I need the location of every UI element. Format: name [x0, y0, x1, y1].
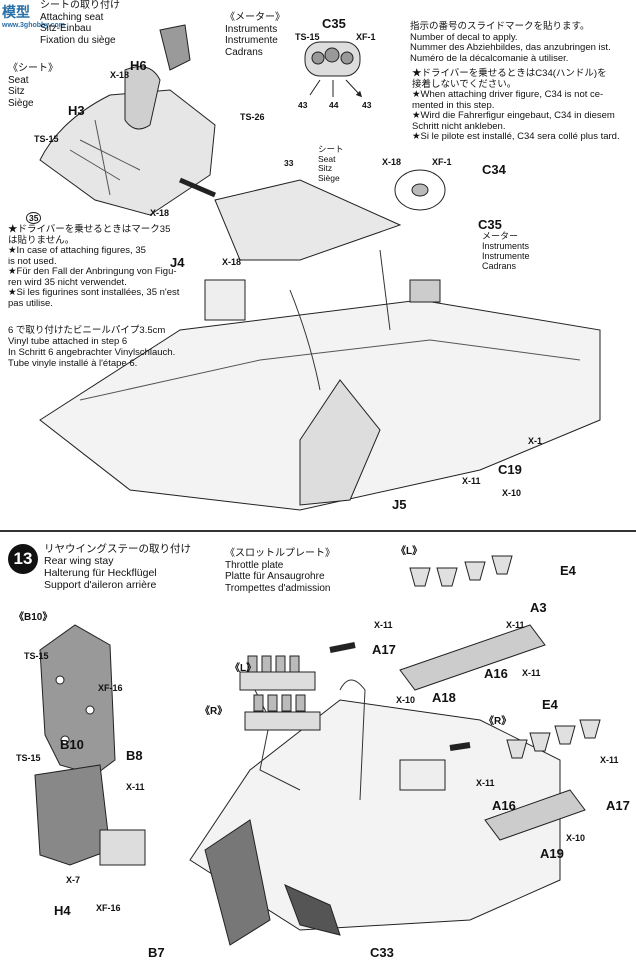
paint-ts15-b: TS-15: [295, 32, 320, 42]
part-h3: H3: [68, 103, 85, 118]
throttle-plate-label: 《スロットルプレート》 Throttle plate Platte für An…: [225, 548, 335, 594]
part-h6: H6: [130, 58, 147, 73]
part-a3: A3: [530, 600, 547, 615]
label-l-top: 《L》: [396, 546, 423, 557]
paint-x10-a: X-10: [396, 695, 416, 705]
paint-x18-a: X-18: [110, 70, 130, 80]
steering-wheel-drawing: [394, 169, 446, 211]
decal-note: 指示の番号のスライドマークを貼ります。 Number of decal to a…: [410, 21, 611, 64]
paint-ts15-c: TS-15: [24, 651, 49, 661]
part-c35-b: C35: [478, 217, 502, 232]
paint-x10: X-10: [502, 488, 522, 498]
part-a19: A19: [540, 846, 564, 861]
decal-35-left: 35: [26, 212, 42, 224]
step-13-title: リヤウイングステーの取り付け Rear wing stay Halterung …: [44, 543, 191, 591]
radiator-step12-drawing: [299, 379, 381, 506]
part-e4-b: E4: [542, 697, 558, 712]
label-r-right: 《R》: [484, 716, 512, 727]
chassis-step12-drawing: [39, 299, 601, 511]
paint-x11-f: X-11: [126, 782, 145, 792]
throttle-r-detail-drawing: [484, 789, 586, 841]
paint-ts15-a: TS-15: [34, 134, 59, 144]
part-h4: H4: [54, 903, 71, 918]
step-divider: [0, 530, 636, 532]
paint-x18-d: X-18: [222, 257, 242, 267]
part-a17-b: A17: [606, 798, 630, 813]
paint-xf16-a: XF-16: [98, 683, 123, 693]
throttle-l-detail-drawing: [399, 624, 546, 691]
part-a17-a: A17: [372, 642, 396, 657]
arrow-seat-drawing: [179, 177, 216, 198]
part-e4-a: E4: [560, 563, 576, 578]
paint-x10-b: X-10: [566, 833, 586, 843]
driver-note-left: ★ドライバーを乗せるときはマーク35 は貼りません。 ★In case of a…: [8, 224, 180, 309]
seat-headrest-drawing: [124, 66, 161, 130]
decal-33: 33: [284, 158, 294, 168]
b7-part-drawing: [204, 819, 271, 946]
b10-plate-drawing: [39, 624, 116, 776]
chassis-step13-drawing: [189, 699, 561, 931]
h4-part-drawing: [99, 829, 146, 866]
seat-shell-drawing: [39, 89, 216, 216]
vinyl-tube-note: 6 で取り付けたビニールパイプ3.5cm Vinyl tube attached…: [8, 325, 176, 369]
j4-part-drawing: [204, 279, 246, 321]
c33-part-drawing: [284, 884, 341, 936]
label-r-mid: 《R》: [200, 706, 228, 717]
part-b8: B8: [126, 748, 143, 763]
part-a18: A18: [432, 690, 456, 705]
meter-label-block: 《メーター》 Instruments Instrumente Cadrans: [225, 12, 285, 58]
b10-installed-drawing: [34, 764, 111, 866]
paint-x11-d: X-11: [600, 755, 619, 765]
paint-xf1-a: XF-1: [356, 32, 376, 42]
site-watermark: 模型 www.3ghobby.com: [2, 4, 66, 29]
paint-x7: X-7: [66, 875, 81, 885]
decal-43-a: 43: [298, 100, 308, 110]
paint-x11-e: X-11: [476, 778, 495, 788]
decal-43-b: 43: [362, 100, 372, 110]
part-j4: J4: [170, 255, 185, 270]
paint-x11: X-11: [462, 476, 481, 486]
part-a16-a: A16: [484, 666, 508, 681]
paint-xf16-b: XF-16: [96, 903, 121, 913]
part-c34: C34: [482, 162, 506, 177]
throttle-plate-r-drawing: [244, 711, 321, 731]
c35-instrument-drawing: [409, 279, 441, 303]
paint-xf1-b: XF-1: [432, 157, 452, 167]
paint-ts15-d: TS-15: [16, 753, 41, 763]
seat-attach-heading: シートの取り付け Attaching seat Sitz-Einbau Fixa…: [40, 0, 120, 46]
part-c35-top: C35: [322, 16, 346, 31]
part-j5: J5: [392, 497, 407, 512]
decal-44: 44: [329, 100, 339, 110]
step-13-badge: 13: [8, 544, 38, 574]
part-b10: B10: [60, 737, 84, 752]
paint-x1: X-1: [528, 436, 543, 446]
label-b10-header: 《B10》: [14, 612, 53, 623]
paint-x11-c: X-11: [522, 668, 541, 678]
seat-small-label: シート Seat Sitz Siège: [318, 144, 344, 183]
driver-note-right: ★ドライバーを乗せるときはC34(ハンドル)を 接着しないでください。 ★Whe…: [412, 68, 620, 142]
paint-ts26: TS-26: [240, 112, 265, 122]
seat-installed-drawing: [214, 179, 402, 261]
seat-h6-part-drawing: [159, 24, 191, 71]
part-c33: C33: [370, 945, 394, 960]
seat-label-block: 《シート》 Seat Sitz Siège: [8, 63, 58, 109]
paint-x11-a: X-11: [374, 620, 393, 630]
paint-x18-b: X-18: [150, 208, 170, 218]
instruments-small-label: メーター Instruments Instrumente Cadrans: [482, 231, 530, 271]
part-b7: B7: [148, 945, 165, 960]
part-a16-b: A16: [492, 798, 516, 813]
label-l-mid: 《L》: [230, 663, 257, 674]
throttle-plate-l-drawing: [239, 671, 316, 691]
paint-x18-c: X-18: [382, 157, 402, 167]
part-c19: C19: [498, 462, 522, 477]
paint-x11-b: X-11: [506, 620, 525, 630]
